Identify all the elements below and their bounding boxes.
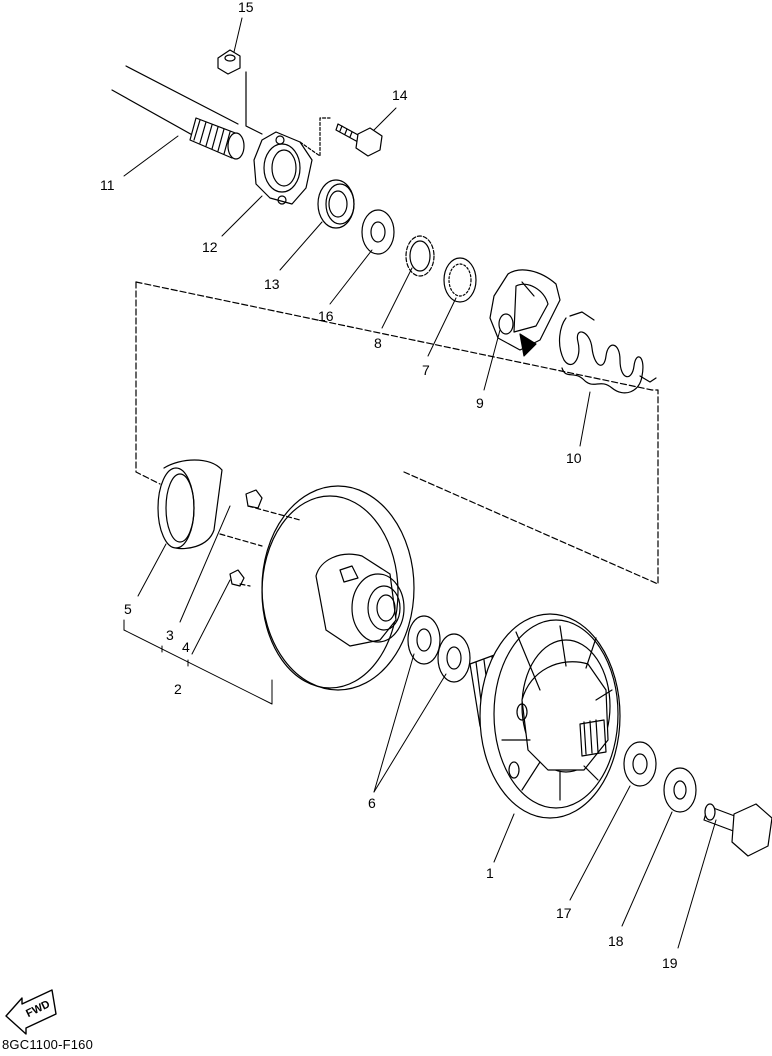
bolt-19-part [703,803,772,857]
callout-13: 13 [264,276,280,292]
bearing-housing-part [253,131,313,205]
bearing-13-part [317,179,355,229]
callout-15: 15 [238,0,254,15]
callout-12: 12 [202,239,218,255]
bolt-15-part [217,49,241,75]
callout-11: 11 [100,177,115,193]
callout-9: 9 [476,395,484,411]
callout-10: 10 [566,450,582,466]
spring-washer-7-part [443,257,477,303]
callout-6: 6 [368,795,376,811]
callout-2: 2 [174,681,182,697]
sheave-2-part [261,485,415,691]
assembly-boundary-line [135,281,659,585]
callout-7: 7 [422,362,430,378]
callout-3: 3 [166,627,174,643]
callout-8: 8 [374,335,382,351]
cam-9-part [489,269,561,357]
sheave-1-part [469,613,621,819]
callout-19: 19 [662,955,678,971]
leader-lines [123,17,717,949]
ring-5-part [157,459,223,550]
circlip-8-part [405,235,435,277]
callout-17: 17 [556,905,572,921]
screw-4-part [229,569,245,587]
screw-3-part [245,489,263,509]
spring-10-part [558,311,657,394]
shaft-part [111,65,245,160]
washer-16-part [361,209,395,255]
washer-18-part [663,767,697,813]
washer-17-part [623,741,657,787]
washer-6a-part [407,615,441,665]
callout-14: 14 [392,87,408,103]
callout-5: 5 [124,601,132,617]
callout-numbers: 15 14 11 12 13 16 8 7 9 10 5 3 4 2 6 1 1… [100,0,678,971]
callout-16: 16 [318,308,334,324]
bolt-14-part [335,123,383,157]
fwd-arrow-icon [5,989,57,1035]
callout-1: 1 [486,865,494,881]
washer-6b-part [437,633,471,683]
callout-18: 18 [608,933,624,949]
callout-4: 4 [182,639,190,655]
diagram-code: 8GC1100-F160 [2,1037,94,1052]
